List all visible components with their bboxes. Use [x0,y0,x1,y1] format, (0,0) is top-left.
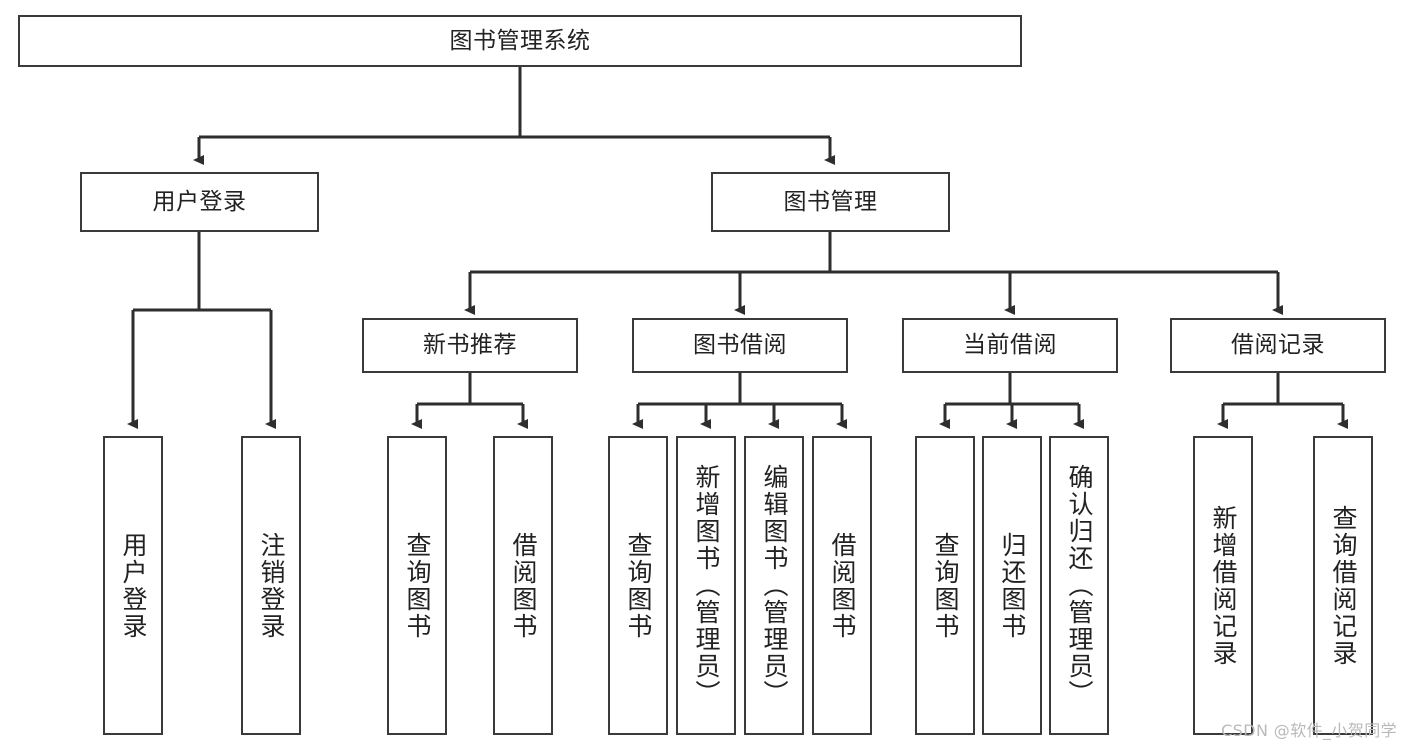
node-leaf-query-record[interactable]: 查询借阅记录 [1313,436,1373,735]
node-leaf-logout-login-label: 注销登录 [257,531,286,640]
node-book-manage-label: 图书管理 [783,188,878,215]
node-leaf-return-book[interactable]: 归还图书 [982,436,1042,735]
node-root[interactable]: 图书管理系统 [18,15,1022,67]
node-leaf-add-record-label: 新增借阅记录 [1209,504,1238,667]
node-leaf-add-record[interactable]: 新增借阅记录 [1193,436,1253,735]
node-leaf-query-book-1-label: 查询图书 [403,531,432,640]
node-leaf-edit-book[interactable]: 编辑图书（管理员） [744,436,804,735]
node-book-borrow[interactable]: 图书借阅 [632,318,848,373]
node-borrow-record[interactable]: 借阅记录 [1170,318,1386,373]
node-leaf-query-book-3-label: 查询图书 [931,531,960,640]
node-leaf-query-book-2[interactable]: 查询图书 [608,436,668,735]
node-leaf-query-book-2-label: 查询图书 [624,531,653,640]
node-user-login-label: 用户登录 [152,188,247,215]
node-leaf-logout-login[interactable]: 注销登录 [241,436,301,735]
node-leaf-add-book[interactable]: 新增图书（管理员） [676,436,736,735]
node-leaf-borrow-book-2-label: 借阅图书 [828,531,857,640]
node-leaf-user-login-label: 用户登录 [119,531,148,640]
node-current-borrow[interactable]: 当前借阅 [902,318,1118,373]
node-book-borrow-label: 图书借阅 [693,332,787,358]
node-user-login[interactable]: 用户登录 [80,172,319,232]
node-book-manage[interactable]: 图书管理 [711,172,950,232]
node-leaf-query-book-1[interactable]: 查询图书 [387,436,447,735]
node-leaf-borrow-book-1-label: 借阅图书 [509,531,538,640]
node-leaf-borrow-book-1[interactable]: 借阅图书 [493,436,553,735]
node-new-book-recommend[interactable]: 新书推荐 [362,318,578,373]
csdn-watermark: CSDN @软件_小贺同学 [1221,721,1397,740]
node-new-book-recommend-label: 新书推荐 [423,332,517,358]
node-leaf-return-book-label: 归还图书 [998,531,1027,640]
node-leaf-user-login[interactable]: 用户登录 [103,436,163,735]
node-leaf-confirm-return-label: 确认归还（管理员） [1065,464,1094,707]
node-leaf-add-book-label: 新增图书（管理员） [692,464,721,707]
node-root-label: 图书管理系统 [449,27,591,54]
node-leaf-edit-book-label: 编辑图书（管理员） [760,464,789,707]
node-leaf-query-record-label: 查询借阅记录 [1329,504,1358,667]
node-leaf-borrow-book-2[interactable]: 借阅图书 [812,436,872,735]
node-current-borrow-label: 当前借阅 [963,332,1057,358]
node-leaf-query-book-3[interactable]: 查询图书 [915,436,975,735]
node-leaf-confirm-return[interactable]: 确认归还（管理员） [1049,436,1109,735]
node-borrow-record-label: 借阅记录 [1231,332,1325,358]
